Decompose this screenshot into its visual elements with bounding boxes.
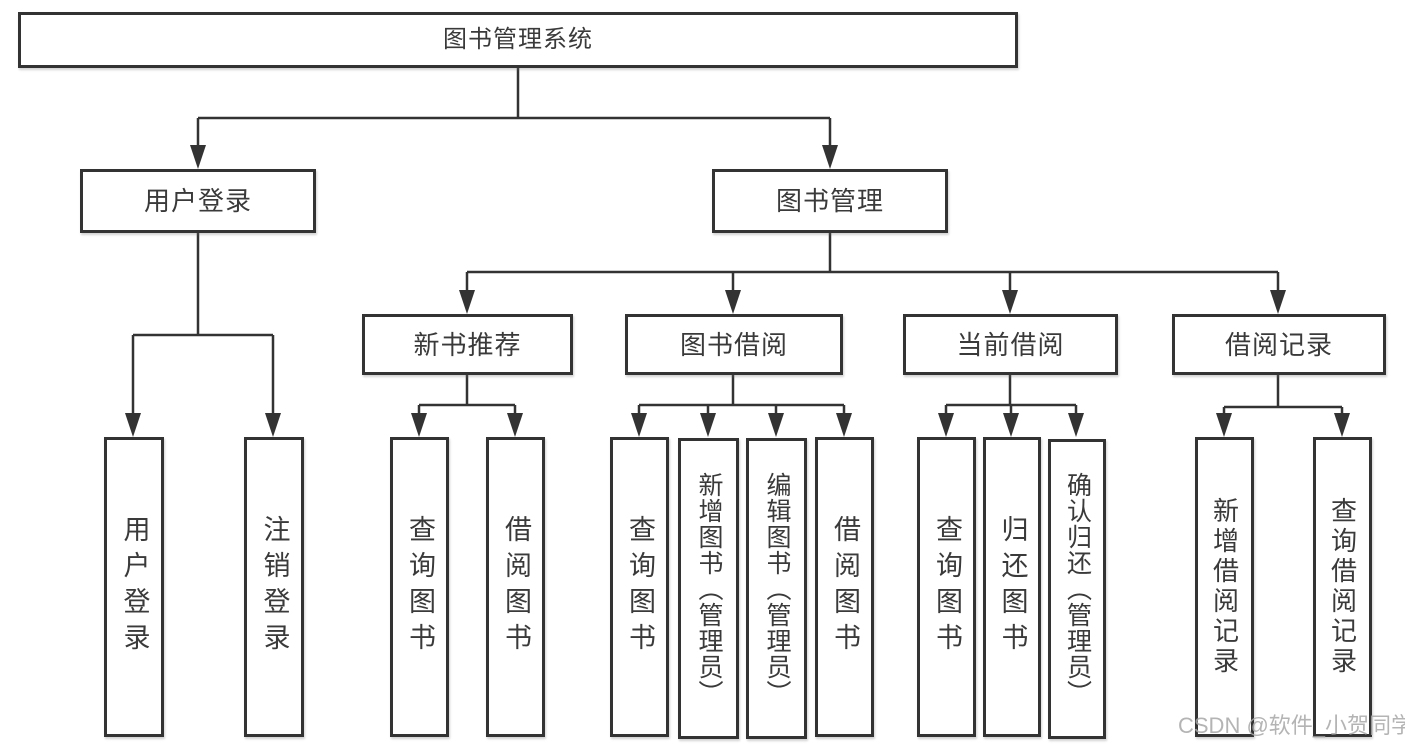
node-label: 查询图书 xyxy=(625,515,655,659)
node-user-login: 用户登录 xyxy=(80,169,316,233)
node-book-borrow: 图书借阅 xyxy=(625,314,843,375)
node-label: 归还图书 xyxy=(997,515,1028,659)
node-label: 新增图书（管理员） xyxy=(695,471,723,706)
node-label: 确认归还（管理员） xyxy=(1063,472,1092,706)
leaf-query-books-recommend: 查询图书 xyxy=(390,437,449,737)
leaf-add-borrow-record: 新增借阅记录 xyxy=(1195,437,1254,737)
leaf-add-books-admin: 新增图书（管理员） xyxy=(678,438,739,739)
node-current-borrow: 当前借阅 xyxy=(903,314,1118,375)
arrowhead-icon xyxy=(125,413,141,437)
arrowhead-icon xyxy=(1334,413,1350,437)
node-label: 新增借阅记录 xyxy=(1209,497,1240,677)
arrowhead-icon xyxy=(411,413,427,437)
arrowhead-icon xyxy=(1002,290,1018,314)
node-label: 当前借阅 xyxy=(956,329,1065,360)
leaf-borrow-books-recommend: 借阅图书 xyxy=(486,437,545,737)
arrowhead-icon xyxy=(459,290,475,314)
arrowhead-icon xyxy=(938,413,954,437)
arrowhead-icon xyxy=(725,290,741,314)
node-book-management: 图书管理 xyxy=(712,169,948,233)
node-label: 用户登录 xyxy=(119,515,150,659)
node-borrow-records: 借阅记录 xyxy=(1172,314,1386,375)
arrowhead-icon xyxy=(768,413,784,437)
node-label: 图书管理系统 xyxy=(443,26,593,53)
node-label: 新书推荐 xyxy=(413,329,522,360)
node-label: 注销登录 xyxy=(259,515,290,659)
leaf-query-books-borrow: 查询图书 xyxy=(610,437,669,737)
leaf-confirm-return-admin: 确认归还（管理员） xyxy=(1048,439,1106,739)
node-label: 查询图书 xyxy=(932,515,962,659)
arrowhead-icon xyxy=(836,413,852,437)
node-label: 借阅图书 xyxy=(501,515,531,659)
node-label: 用户登录 xyxy=(143,186,252,216)
arrowhead-icon xyxy=(631,413,647,437)
leaf-logout: 注销登录 xyxy=(244,437,304,737)
leaf-borrow-books: 借阅图书 xyxy=(815,437,874,737)
arrowhead-icon xyxy=(822,145,838,169)
arrowhead-icon xyxy=(265,413,281,437)
leaf-edit-books-admin: 编辑图书（管理员） xyxy=(746,438,807,739)
node-label: 编辑图书（管理员） xyxy=(763,471,791,706)
node-label: 借阅图书 xyxy=(830,515,860,659)
leaf-return-books: 归还图书 xyxy=(983,437,1041,737)
node-label: 图书管理 xyxy=(775,186,884,216)
leaf-query-borrow-record: 查询借阅记录 xyxy=(1313,437,1372,737)
arrowhead-icon xyxy=(700,413,716,437)
node-book-management-system: 图书管理系统 xyxy=(18,12,1018,68)
leaf-user-login: 用户登录 xyxy=(104,437,164,737)
node-label: 图书借阅 xyxy=(679,329,788,360)
node-label: 查询借阅记录 xyxy=(1327,497,1358,677)
node-new-book-recommend: 新书推荐 xyxy=(362,314,573,375)
node-label: 查询图书 xyxy=(405,515,435,659)
arrowhead-icon xyxy=(1003,413,1019,437)
arrowhead-icon xyxy=(1270,290,1286,314)
arrowhead-icon xyxy=(507,413,523,437)
leaf-query-books-current: 查询图书 xyxy=(917,437,976,737)
node-label: 借阅记录 xyxy=(1224,329,1333,360)
arrowhead-icon xyxy=(1216,413,1232,437)
arrowhead-icon xyxy=(190,145,206,169)
arrowhead-icon xyxy=(1068,413,1084,437)
